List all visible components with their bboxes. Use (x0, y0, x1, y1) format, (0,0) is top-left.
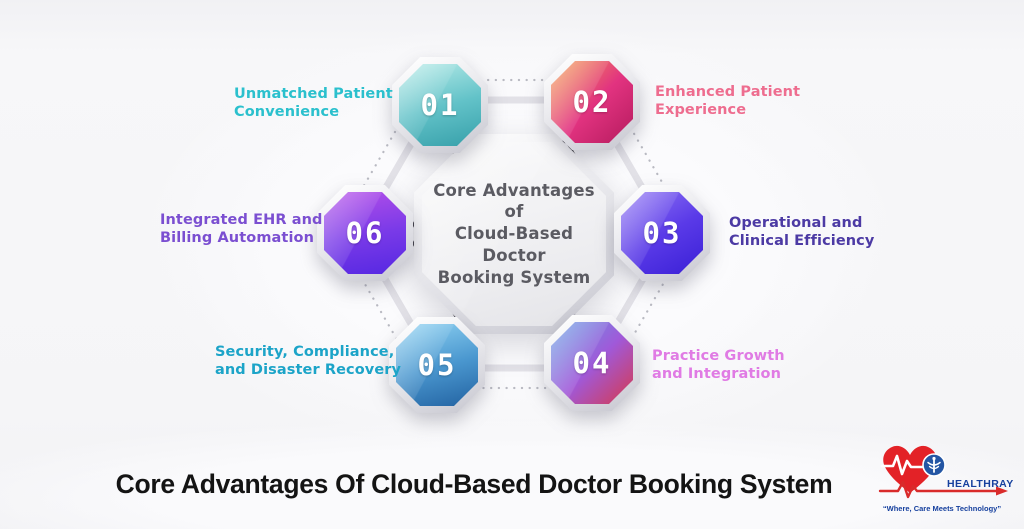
node-03-octagon: 03 (614, 185, 710, 281)
ecg-arrow-line-icon (878, 480, 999, 499)
node-06-label: Integrated EHR and Billing Automation (160, 212, 323, 247)
node-02-octagon: 02 (544, 54, 640, 150)
node-01-octagon: 01 (392, 57, 488, 153)
center-octagon: Core Advantages of Cloud-Based Doctor Bo… (414, 134, 614, 334)
node-03-label: Operational and Clinical Efficiency (729, 215, 875, 250)
node-04-label: Practice Growth and Integration (652, 348, 785, 383)
healthray-logo: HEALTHRAY “Where, Care Meets Technology” (876, 441, 1020, 525)
background-curve-bottom (0, 418, 1024, 529)
node-04-octagon: 04 (544, 315, 640, 411)
node-05-octagon: 05 (389, 317, 485, 413)
logo-name: HEALTHRAY (947, 478, 1014, 490)
caduceus-wing2-icon (928, 465, 940, 470)
node-01-label: Unmatched Patient Convenience (234, 86, 393, 121)
node-06-octagon: 06 (317, 185, 413, 281)
node-02-label: Enhanced Patient Experience (655, 84, 801, 119)
logo-tagline: “Where, Care Meets Technology” (883, 504, 1001, 513)
node-03-number: 03 (642, 216, 682, 250)
node-02-number: 02 (572, 85, 612, 119)
center-title: Core Advantages of Cloud-Based Doctor Bo… (433, 180, 595, 287)
caduceus-wing-icon (927, 461, 941, 466)
node-06-number: 06 (345, 216, 385, 250)
node-04-number: 04 (572, 346, 612, 380)
footer-title: Core Advantages Of Cloud-Based Doctor Bo… (115, 469, 833, 499)
node-05-number: 05 (417, 348, 457, 382)
ecg-line-white-icon (880, 454, 926, 476)
node-01-number: 01 (420, 88, 460, 122)
node-05-label: Security, Compliance, and Disaster Recov… (215, 344, 402, 379)
arrowhead-icon (996, 486, 1008, 496)
